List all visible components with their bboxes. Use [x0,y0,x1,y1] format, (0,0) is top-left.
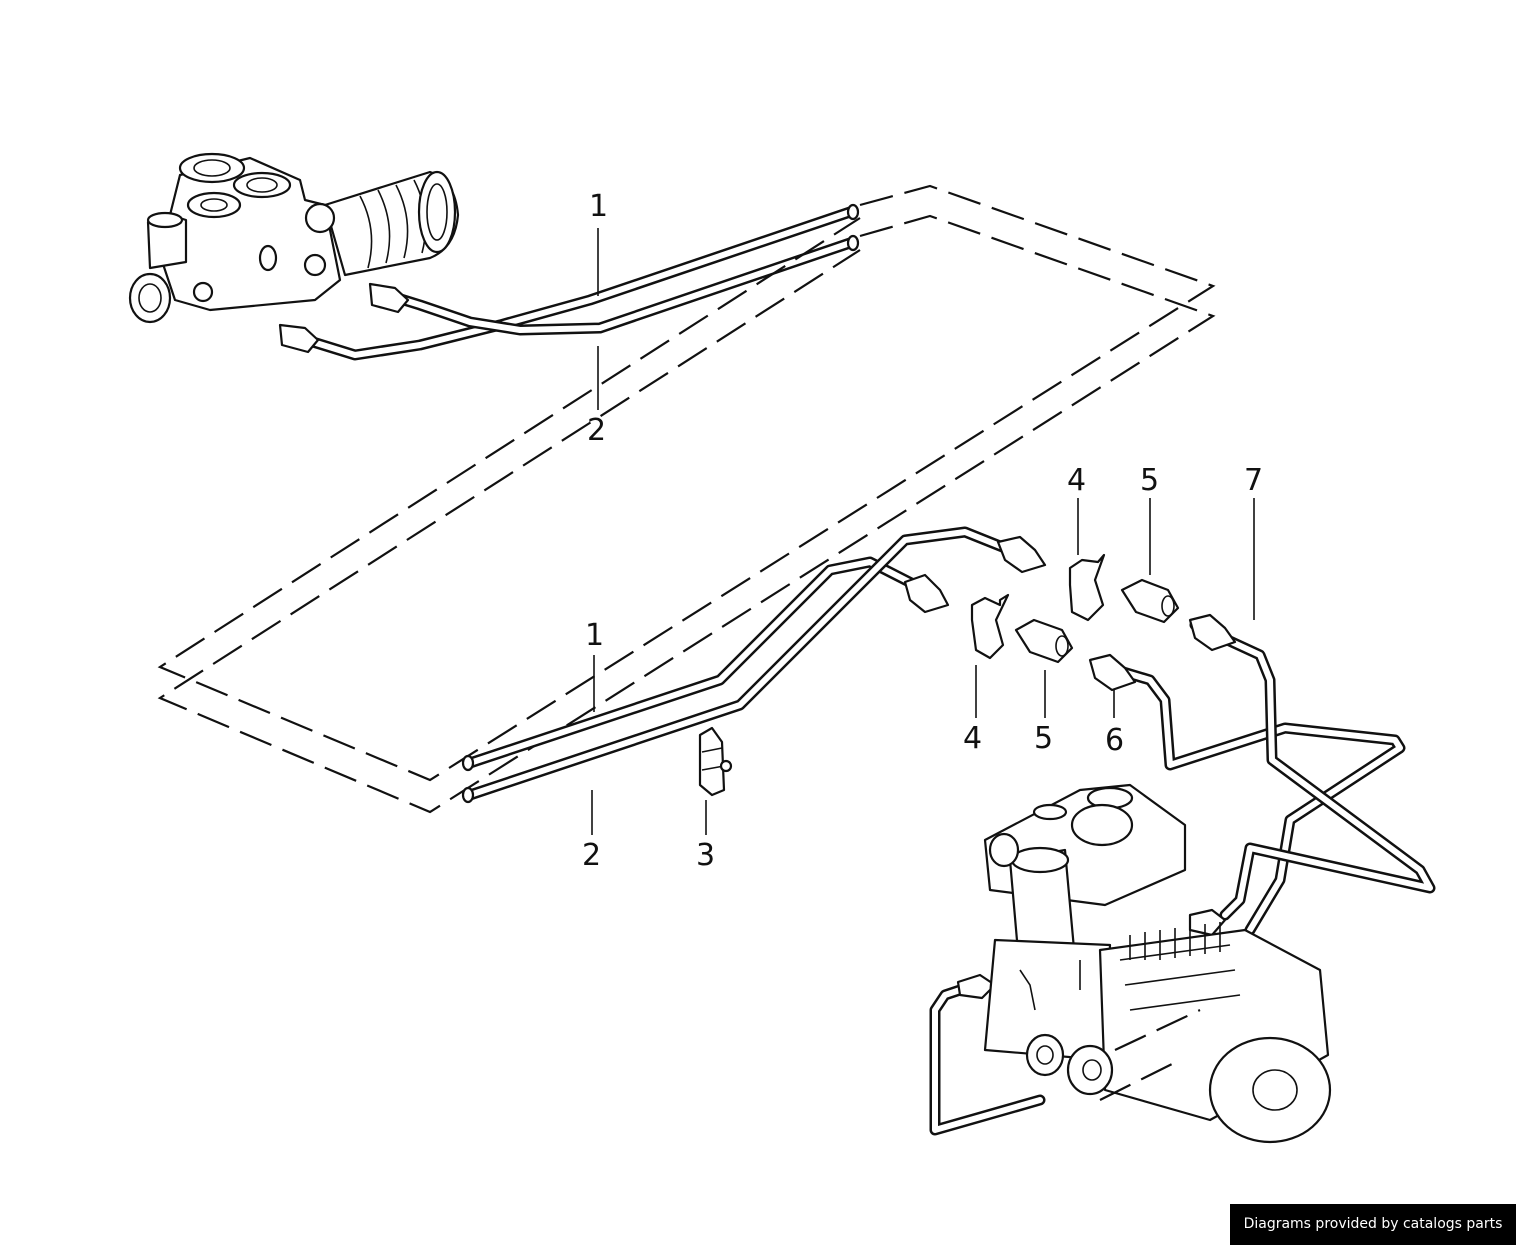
brake-lines-bottom [461,526,1047,804]
callout-labels: 1 2 1 2 3 4 4 5 5 6 7 [582,189,1263,873]
bracket-part-4 [970,553,1106,660]
callout-1-bottom: 1 [585,618,604,653]
brake-lines-6-7 [929,613,1436,1136]
callout-5-top: 5 [1140,463,1159,498]
dashed-break-lines [157,184,1216,814]
callout-3: 3 [696,838,715,873]
callout-leaders [591,228,1255,835]
callout-4-bottom: 4 [963,721,982,756]
nut-part-5 [1014,578,1180,664]
callout-1-top: 1 [589,189,608,224]
brake-lines-top [278,203,860,361]
credit-text: Diagrams provided by catalogs parts [1243,1216,1503,1232]
credit-badge: Diagrams provided by catalogs parts [1230,1204,1516,1245]
callout-7: 7 [1244,463,1263,498]
master-cylinder-top [128,152,460,324]
callout-2-bottom: 2 [582,838,601,873]
callout-4-top: 4 [1067,463,1086,498]
clip-part-3 [698,726,733,797]
abs-hydraulic-unit [983,783,1332,1144]
callout-5-bottom: 5 [1034,721,1053,756]
callout-2-top: 2 [587,413,606,448]
callout-6: 6 [1105,723,1124,758]
